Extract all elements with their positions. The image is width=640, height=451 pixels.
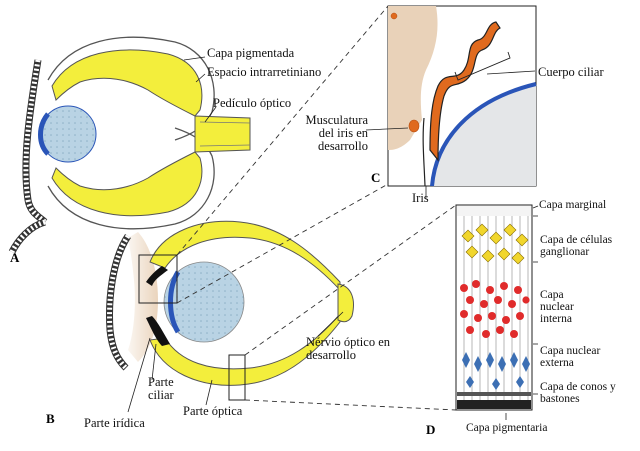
label-capa-nuclear-interna: Capa nuclear interna — [540, 289, 574, 326]
panel-d-leaders — [505, 205, 539, 420]
label-capa-marginal: Capa marginal — [539, 199, 607, 211]
cone-cells — [462, 352, 530, 390]
inner-nuclear-cells — [460, 280, 530, 338]
lens-epithelium — [168, 270, 181, 334]
retina-upper — [149, 220, 341, 292]
panel-c-letter: C — [371, 170, 380, 185]
label-parte-ciliar: Parte ciliar — [148, 375, 174, 403]
inset-c-marker — [138, 254, 178, 304]
panel-a-leaders — [183, 56, 217, 123]
upper-retina-arm — [51, 49, 203, 117]
panel-c-leaders — [365, 70, 536, 198]
label-nervio-optico: Nérvio óptico en desarrollo — [306, 335, 391, 363]
label-capa-nuclear-externa: Capa nuclear externa — [540, 345, 601, 370]
label-cuerpo-ciliar: Cuerpo ciliar — [538, 65, 604, 79]
projection-lines — [176, 5, 457, 411]
label-pediculo-optico: Pedículo óptico — [213, 96, 292, 110]
label-capa-pigmentaria: Capa pigmentaria — [466, 422, 548, 434]
panel-b-eye — [106, 220, 354, 401]
optic-stalk — [194, 115, 251, 153]
label-capa-pigmentada: Capa pigmentada — [207, 46, 295, 60]
panel-d-letter: D — [426, 422, 435, 437]
label-parte-iridica: Parte irídica — [84, 416, 145, 430]
inset-d-marker — [228, 354, 246, 401]
label-parte-optica: Parte óptica — [183, 404, 243, 418]
panel-c-iris-detail — [387, 5, 537, 187]
iris-muscle — [408, 119, 420, 133]
label-musculatura-iris: Musculatura del iris en desarrollo — [305, 113, 368, 154]
label-capa-ganglionar: Capa de células ganglionar — [540, 234, 613, 259]
iridic-part — [146, 316, 170, 346]
panel-b-leaders — [127, 311, 344, 413]
panel-b-letter: B — [46, 411, 55, 426]
panel-a-optic-cup — [8, 36, 251, 254]
lower-retina-arm — [51, 151, 203, 217]
label-capa-conos: Capa de conos y bastones — [540, 381, 616, 406]
optic-nerve — [337, 283, 354, 323]
label-espacio-intrarretiniano: Espacio intrarretiniano — [207, 65, 322, 79]
panel-d-retina-layers — [455, 204, 538, 411]
mesenchyme — [128, 232, 158, 362]
panel-a-letter: A — [10, 250, 20, 265]
ciliary-body-fold — [429, 21, 501, 162]
ganglion-cells — [461, 223, 529, 265]
label-iris: Iris — [412, 191, 429, 205]
